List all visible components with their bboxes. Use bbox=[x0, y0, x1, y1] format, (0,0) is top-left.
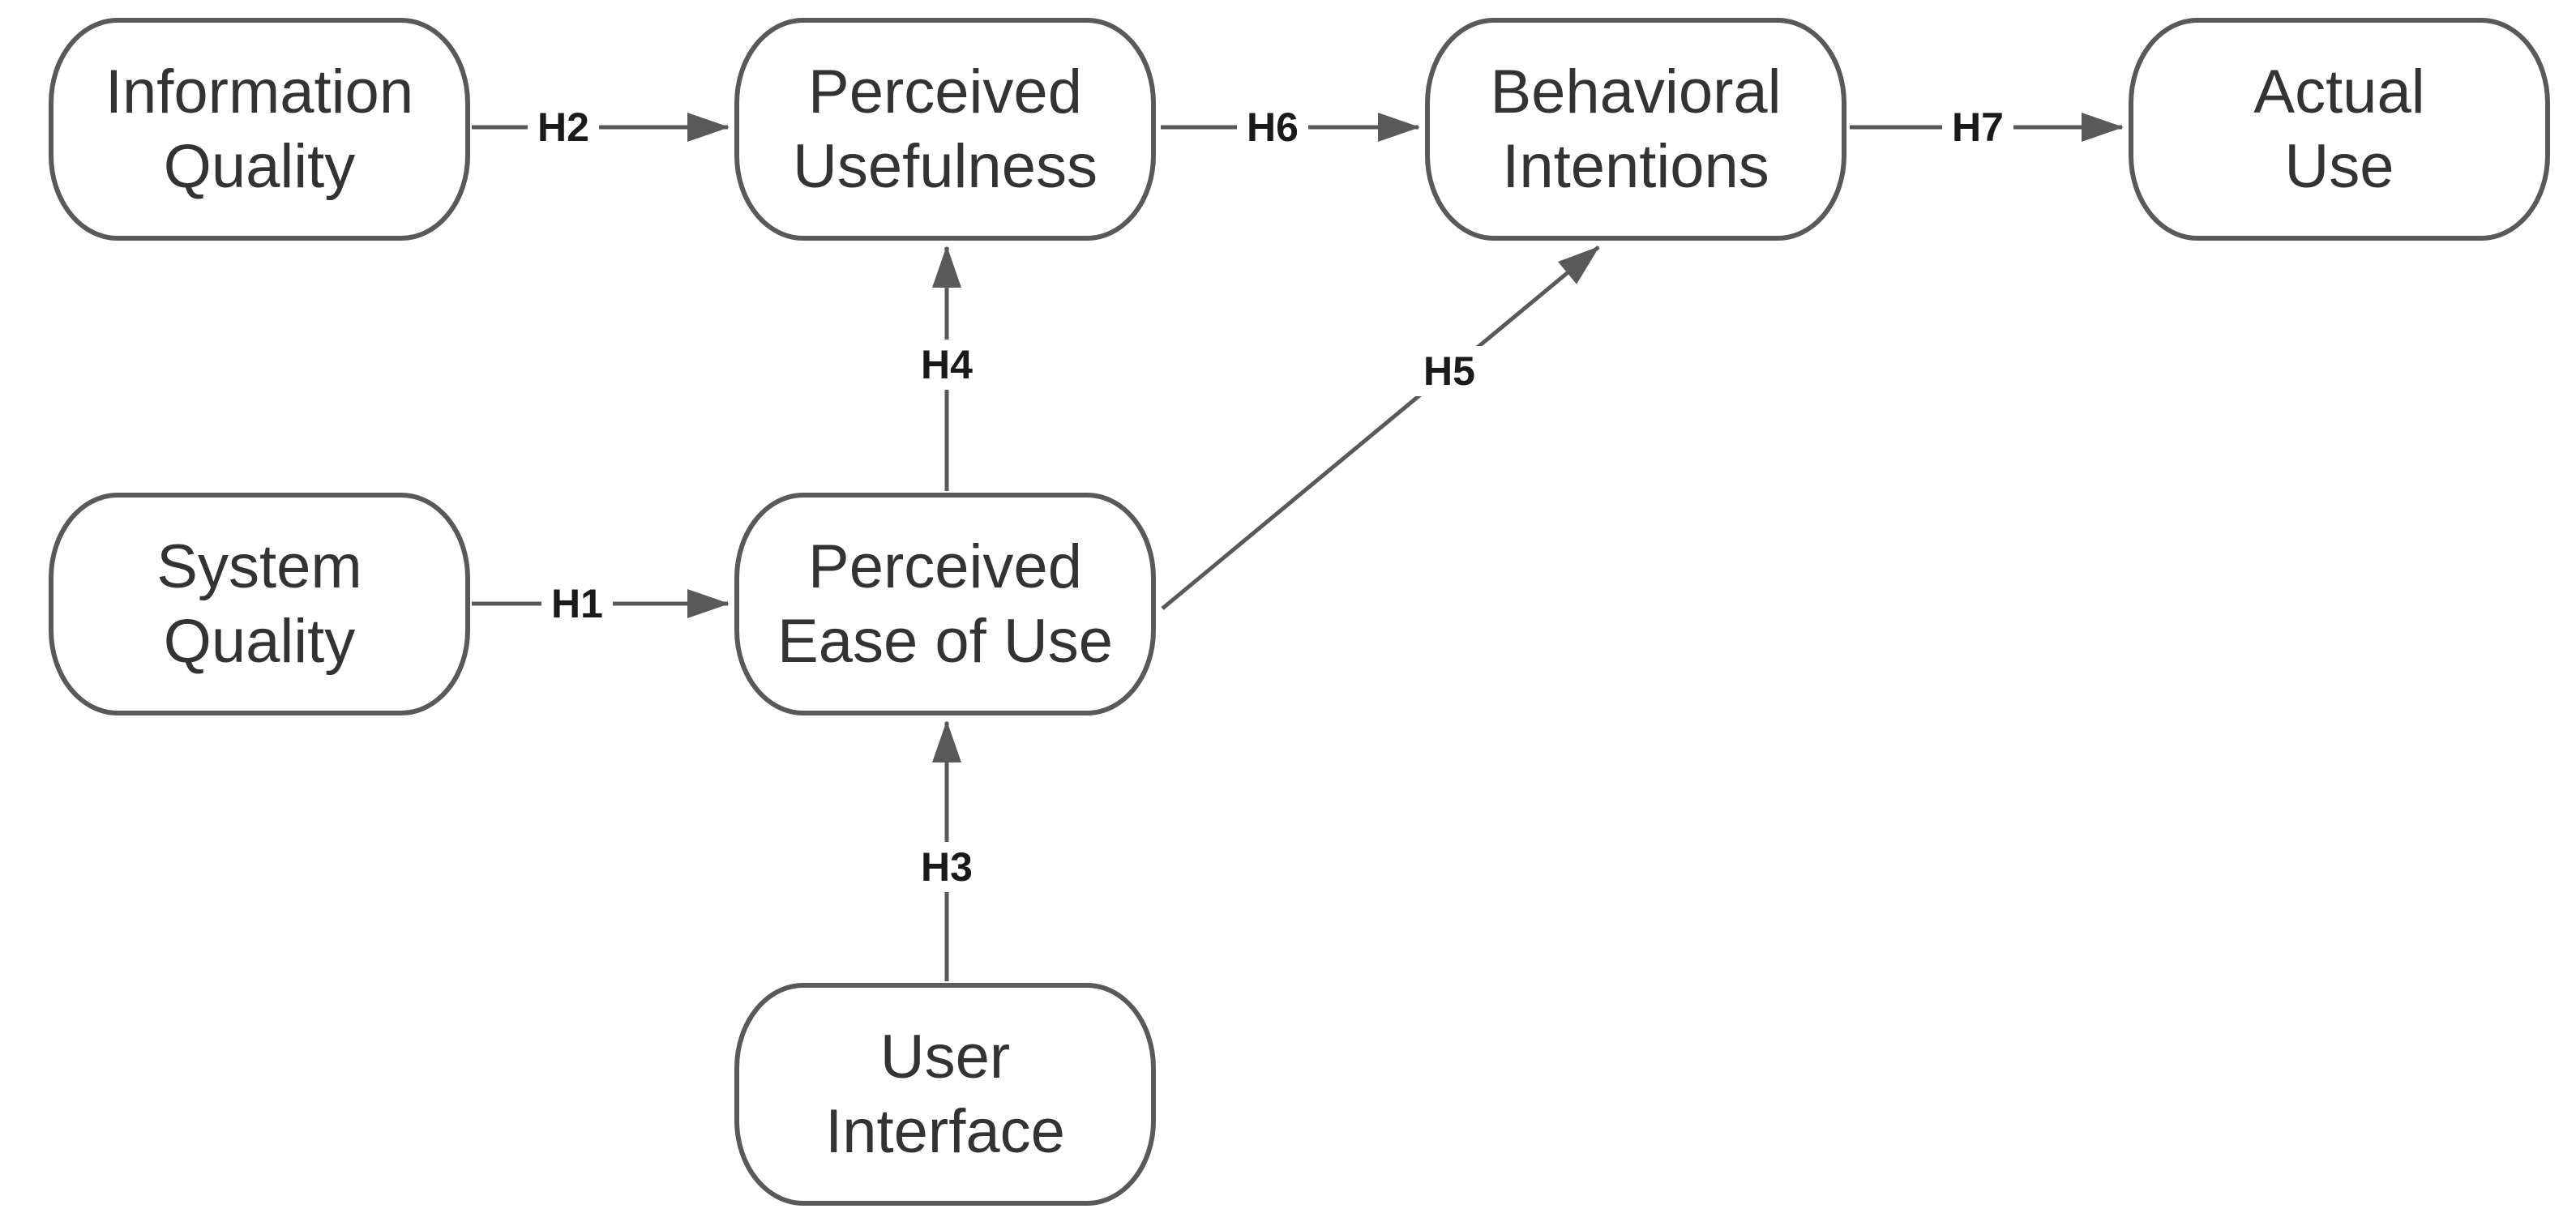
node-information-quality: Information Quality bbox=[49, 18, 470, 241]
node-label-line: Interface bbox=[825, 1096, 1065, 1166]
node-label-line: Quality bbox=[163, 131, 356, 201]
node-actual-use: Actual Use bbox=[2129, 18, 2550, 241]
node-label-line: Actual bbox=[2253, 57, 2425, 126]
node-user-interface: User Interface bbox=[734, 983, 1156, 1206]
node-system-quality: System Quality bbox=[49, 493, 470, 715]
edge-label-h7: H7 bbox=[1942, 102, 2013, 152]
node-label-line: Usefulness bbox=[793, 131, 1098, 201]
node-label-line: Information bbox=[105, 57, 414, 126]
edge-label-h6: H6 bbox=[1237, 102, 1308, 152]
node-label-line: Use bbox=[2284, 131, 2394, 201]
node-label-line: Quality bbox=[163, 606, 356, 676]
edge-label-h1: H1 bbox=[541, 579, 613, 629]
node-label-line: Ease of Use bbox=[777, 606, 1113, 676]
node-perceived-usefulness: Perceived Usefulness bbox=[734, 18, 1156, 241]
node-label-line: Behavioral bbox=[1490, 57, 1782, 126]
node-perceived-ease-of-use: Perceived Ease of Use bbox=[734, 493, 1156, 715]
edge-h5-line bbox=[1161, 246, 1600, 610]
node-label-line: User bbox=[879, 1022, 1011, 1091]
edge-label-h4: H4 bbox=[911, 340, 982, 390]
node-label-line: Perceived bbox=[808, 57, 1082, 126]
node-label-line: Intentions bbox=[1502, 131, 1769, 201]
edge-label-h3: H3 bbox=[911, 842, 982, 892]
edge-label-h2: H2 bbox=[528, 102, 599, 152]
node-label-line: Perceived bbox=[808, 532, 1082, 601]
node-label-line: System bbox=[156, 532, 362, 601]
edge-label-h5: H5 bbox=[1414, 346, 1485, 396]
node-behavioral-intentions: Behavioral Intentions bbox=[1425, 18, 1846, 241]
